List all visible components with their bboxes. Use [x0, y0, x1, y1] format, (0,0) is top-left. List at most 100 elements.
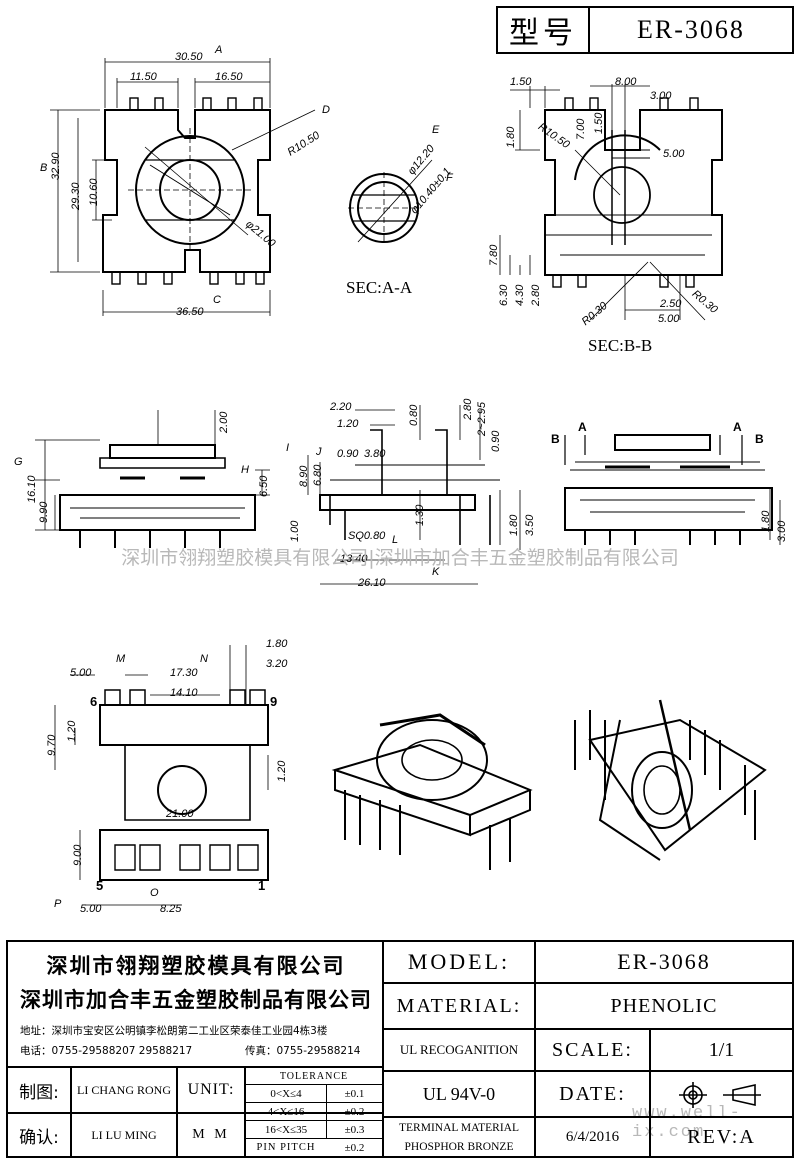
dim-side2-0: 2.20 — [330, 401, 352, 413]
terminal-label-1: TERMINAL MATERIAL — [399, 1121, 519, 1134]
iso-view-1 — [331, 713, 533, 870]
callout-n: N — [200, 653, 208, 665]
dim-secb-11: 2.80 — [530, 284, 542, 306]
dim-side2-13: 3.50 — [524, 514, 536, 536]
marker-a-left: A — [578, 420, 587, 434]
dim-bot-4: 14.10 — [170, 687, 198, 699]
dim-top-0: 30.50 — [175, 51, 203, 63]
dim-bot-8: 21.00 — [166, 808, 194, 820]
date-value: 6/4/2016 — [565, 1128, 620, 1145]
callout-m: M — [116, 653, 126, 665]
pin-label-6: 6 — [90, 694, 98, 709]
dim-bot-0: 1.80 — [266, 638, 288, 650]
dim-bot-7: 1.20 — [276, 760, 288, 782]
dim-side1-2: 6.50 — [258, 475, 270, 497]
dim-side1-3: 9.90 — [38, 501, 50, 523]
callout-c: C — [213, 294, 221, 306]
tol-range-0: 0<X≤4 — [246, 1085, 326, 1103]
dim-side2-2: 0.80 — [408, 404, 420, 426]
dim-side2-7: 6.80 — [312, 464, 324, 486]
dim-side2-16: 26.10 — [358, 577, 386, 589]
dim-bot-1: 5.00 — [70, 667, 92, 679]
sec-b-view — [499, 84, 723, 321]
dim-secb-13: 2.50 — [660, 298, 682, 310]
checked-value: LI LU MING — [91, 1127, 157, 1142]
header-model: ER-3068 — [637, 15, 745, 44]
technical-drawing — [35, 58, 781, 906]
company-name-1: 深圳市翎翔塑胶模具有限公司 — [46, 954, 346, 978]
dim-top-2: 16.50 — [215, 71, 243, 83]
callout-h: H — [241, 464, 249, 476]
tol-value-0: ±0.1 — [327, 1085, 382, 1103]
dim-side2-3: 2.80 — [462, 398, 474, 420]
tol-value-3: ±0.2 — [344, 1141, 365, 1154]
tol-value-1: ±0.2 — [327, 1103, 382, 1121]
dim-secb-2: 3.00 — [650, 90, 672, 102]
dim-secb-4: 7.00 — [575, 118, 587, 140]
rev-label: REV: — [687, 1125, 740, 1148]
tol-range-1: 4<X≤16 — [246, 1103, 326, 1121]
marker-b-left: B — [551, 432, 560, 446]
tol-value-2: ±0.3 — [327, 1121, 382, 1139]
dim-side3-1: 3.00 — [776, 520, 788, 542]
checked-label: 确认: — [19, 1127, 59, 1148]
model-header: 型号 ER-3068 — [496, 6, 794, 54]
callout-a: A — [215, 44, 223, 56]
company-fax: 传真：0755-29588214 — [245, 1045, 361, 1057]
tol-range-3: PIN PITCH — [256, 1142, 316, 1153]
callout-j: J — [316, 446, 322, 458]
company-name-2: 深圳市加合丰五金塑胶制品有限公司 — [20, 988, 372, 1012]
callout-e: E — [432, 124, 440, 136]
sec-b-title: SEC:B-B — [588, 336, 653, 355]
title-block: 深圳市翎翔塑胶模具有限公司 深圳市加合丰五金塑胶制品有限公司 地址：深圳市宝安区… — [6, 940, 794, 1158]
dim-bot-10: 5.00 — [80, 903, 102, 915]
company-phone: 电话：0755-29588207 29588217 — [20, 1045, 193, 1057]
dim-bot-9: 9.00 — [72, 844, 84, 866]
dim-secb-0: 1.50 — [510, 76, 532, 88]
dim-side2-1: 1.20 — [337, 418, 359, 430]
model-value: ER-3068 — [617, 949, 711, 974]
scale-label: SCALE: — [552, 1038, 633, 1061]
marker-b-right: B — [755, 432, 764, 446]
callout-d: D — [322, 104, 330, 116]
callout-i: I — [286, 442, 290, 454]
dim-side2-5: 0.90 — [490, 430, 502, 452]
side-view-3 — [564, 434, 781, 545]
dim-secb-7: 5.00 — [663, 148, 685, 160]
bottom-view — [54, 645, 269, 906]
drawn-value: LI CHANG RONG — [77, 1082, 171, 1097]
scale-value: 1/1 — [708, 1038, 735, 1061]
sec-a-view — [348, 159, 433, 244]
dim-secb-9: 6.30 — [498, 284, 510, 306]
pin-label-9: 9 — [270, 694, 278, 709]
sec-a-title: SEC:A-A — [346, 278, 413, 297]
callout-k: K — [432, 566, 440, 578]
dim-side2-11: 1.30 — [414, 504, 426, 526]
dim-side2-6: 8.90 — [298, 465, 310, 487]
material-value: PHENOLIC — [610, 994, 718, 1017]
dim-side2-10: 1.00 — [289, 520, 301, 542]
tol-range-2: 16<X≤35 — [246, 1121, 326, 1139]
watermark: 深圳市翎翔塑胶模具有限公司|深圳市加合丰五金塑胶制品有限公司 — [121, 547, 679, 569]
dim-secb-5: 1.50 — [593, 112, 605, 134]
side-view-1 — [35, 410, 270, 548]
dim-bot-11: 8.25 — [160, 903, 182, 915]
iso-view-2 — [574, 699, 767, 861]
dim-secb-10: 4.30 — [514, 284, 526, 306]
date-label: DATE: — [559, 1082, 626, 1105]
dim-top-4: 29.30 — [70, 182, 82, 210]
top-view — [50, 58, 316, 316]
ul-label: UL RECOGANITION — [399, 1042, 519, 1057]
tolerance-table: TOLERANCE 0<X≤4 ±0.1 4<X≤16 ±0.2 16<X≤35… — [246, 1068, 382, 1156]
unit-value: M M — [192, 1127, 230, 1142]
pin-label-5: 5 — [96, 878, 104, 893]
dim-secb-15: 5.00 — [658, 313, 680, 325]
projection-icon — [663, 1080, 783, 1110]
callout-o: O — [150, 887, 159, 899]
dim-side1-1: 16.10 — [26, 475, 38, 503]
dim-secb-3: 1.80 — [505, 126, 517, 148]
dim-top-1: 11.50 — [130, 71, 157, 83]
callout-p: P — [54, 898, 62, 910]
dim-side2-14: SQ0.80 — [348, 530, 386, 542]
dim-secb-1: 8.00 — [615, 76, 637, 88]
